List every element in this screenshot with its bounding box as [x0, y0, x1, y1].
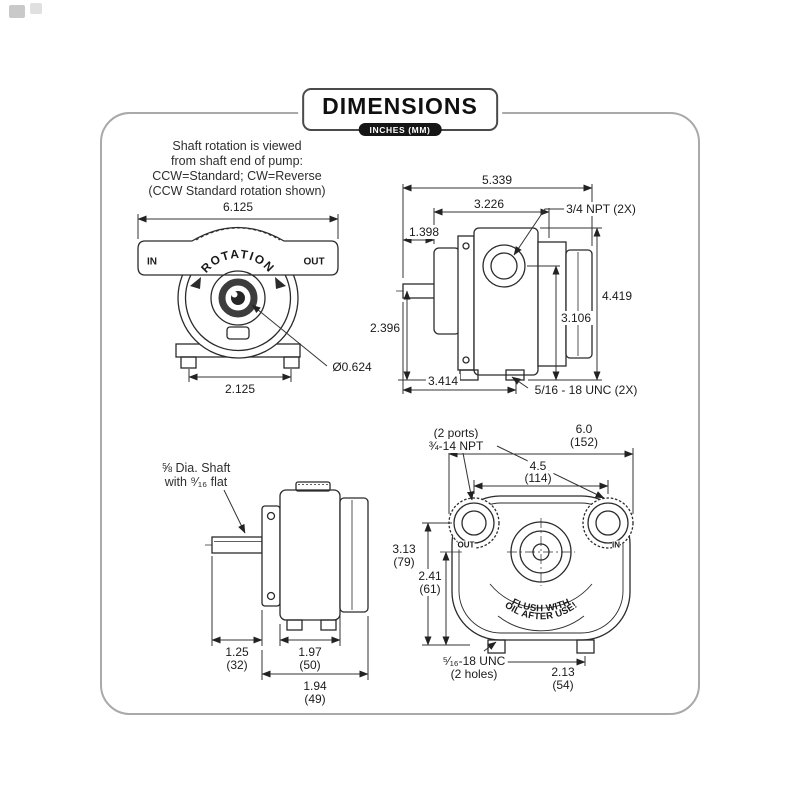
- rotation-arrow-right: [275, 277, 286, 289]
- dim-port-center-mm: (61): [417, 582, 443, 596]
- dim-side-shaft-extension: 1.398: [406, 225, 442, 239]
- page-subtitle: INCHES (MM): [358, 123, 442, 136]
- rotation-arrow-left: [190, 277, 201, 289]
- shaft-view-foot-left: [286, 619, 303, 631]
- front-foot-left: [180, 356, 197, 369]
- port-view-dim-lines: [422, 445, 634, 666]
- shaft-view-rear-cap: [339, 497, 369, 613]
- shaft-view-front-plate: [261, 505, 281, 607]
- title-badge: DIMENSIONS INCHES (MM): [302, 88, 498, 136]
- shaft-view-dim-lines: [211, 489, 369, 680]
- side-rear-cap: [565, 249, 593, 359]
- port-out-label: OUT: [457, 540, 475, 550]
- rotation-note-line4: (CCW Standard rotation shown): [148, 184, 326, 198]
- dim-port-height-mm: (79): [391, 555, 417, 569]
- unc-mount-label: 5/16 - 18 UNC (2X): [532, 383, 640, 397]
- port-view-foot-right: [576, 639, 595, 654]
- rotation-note-line2: from shaft end of pump:: [170, 154, 304, 168]
- shaft-view-main-body: [279, 489, 341, 621]
- rotation-note-line1: Shaft rotation is viewed: [172, 139, 302, 153]
- dim-shaft-length-in: 1.25: [223, 645, 251, 659]
- npt-port-label: 3/4 NPT (2X): [564, 202, 638, 216]
- unc-holes-note-line1: ⁵⁄₁₆-18 UNC: [440, 654, 508, 668]
- dim-port-foot-spacing-mm: (54): [550, 678, 576, 692]
- side-view-drawing: [396, 184, 602, 394]
- dim-front-foot-spacing: 2.125: [222, 382, 258, 396]
- port-in-label: IN: [612, 540, 620, 550]
- dim-side-overall-height: 4.419: [599, 289, 635, 303]
- dim-port-width-mm: (152): [567, 435, 601, 449]
- shaft-view-foot-right: [320, 619, 337, 631]
- front-top-flange: [137, 226, 339, 276]
- dim-body-depth-in: 1.97: [296, 645, 324, 659]
- dim-port-foot-spacing-in: 2.13: [549, 665, 577, 679]
- dim-overall-depth-in: 1.94: [301, 679, 329, 693]
- dim-overall-depth-mm: (49): [302, 692, 328, 706]
- side-port-circle: [482, 244, 526, 288]
- dim-port-spacing-mm: (114): [522, 471, 554, 485]
- dim-side-body-length: 3.226: [471, 197, 507, 211]
- shaft-view-shaft: [211, 536, 263, 554]
- port-boss-right: [582, 497, 634, 549]
- dim-side-base-length: 3.414: [425, 374, 461, 388]
- unc-holes-note-line2: (2 holes): [448, 667, 500, 681]
- dim-port-center-in: 2.41: [416, 569, 444, 583]
- dim-front-shaft-diameter: Ø0.624: [330, 360, 374, 374]
- dim-port-width-in: 6.0: [573, 422, 595, 436]
- front-view-dim-lines: [137, 214, 339, 382]
- side-mid-section: [537, 241, 567, 367]
- side-front-plate: [457, 235, 475, 371]
- dim-side-port-center-height: 3.106: [558, 311, 594, 325]
- front-foot-right: [283, 356, 300, 369]
- dim-side-shaft-center-height: 2.396: [367, 321, 403, 335]
- side-shaft: [402, 283, 438, 299]
- shaft-view-drawing: [205, 481, 369, 680]
- ports-note-line2: ¾-14 NPT: [426, 439, 486, 453]
- corner-thumbnail-1: [9, 5, 25, 18]
- side-view-dim-lines: [398, 184, 602, 394]
- dim-body-depth-mm: (50): [297, 658, 323, 672]
- dim-front-overall-width: 6.125: [220, 200, 256, 214]
- dim-shaft-length-mm: (32): [224, 658, 250, 672]
- dim-port-spacing-in: 4.5: [527, 459, 549, 473]
- rotation-note-line3: CCW=Standard; CW=Reverse: [152, 169, 322, 183]
- front-shaft-bore: [218, 278, 258, 318]
- front-view-drawing: ROTATION: [137, 214, 339, 382]
- shaft-note-line1: ⅝ Dia. Shaft: [161, 461, 231, 475]
- page-title: DIMENSIONS: [322, 93, 478, 119]
- dim-port-height-in: 3.13: [390, 542, 418, 556]
- ports-note-line1: (2 ports): [431, 426, 481, 440]
- side-bearing-flange: [433, 247, 461, 335]
- dim-side-overall-length: 5.339: [479, 173, 515, 187]
- shaft-note-line2: with ⁹⁄₁₆ flat: [164, 475, 228, 489]
- corner-thumbnail-2: [30, 3, 42, 14]
- front-out-label: OUT: [302, 256, 326, 268]
- front-in-label: IN: [146, 256, 158, 268]
- port-view-drawing: FLUSH WITH OIL AFTER USE!: [422, 445, 634, 666]
